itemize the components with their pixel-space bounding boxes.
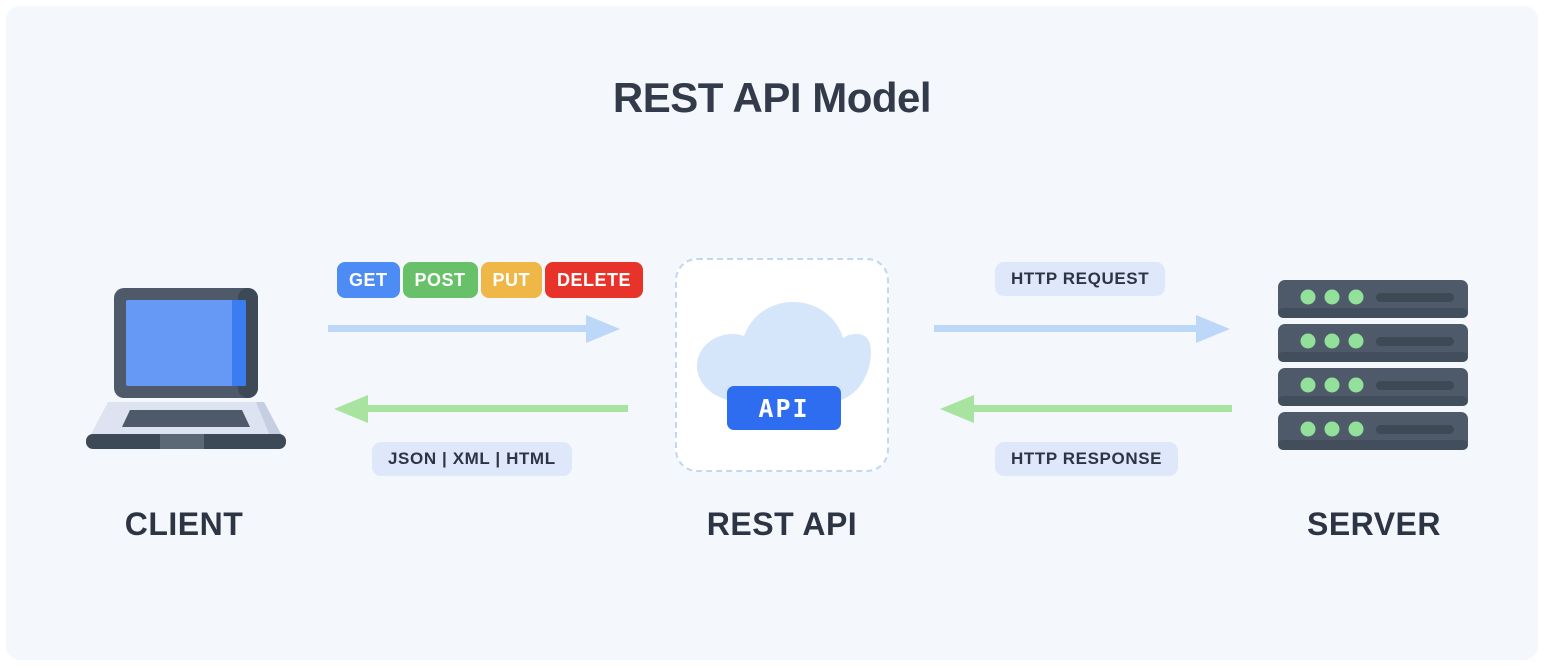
api-badge: API xyxy=(727,386,841,430)
node-label-server: SERVER xyxy=(1306,506,1441,542)
arrow-api-to-client xyxy=(328,394,628,429)
cloud-icon xyxy=(695,298,873,408)
http-request-pill: HTTP REQUEST xyxy=(995,262,1166,296)
verb-badge-delete[interactable]: DELETE xyxy=(545,262,644,298)
arrow-client-to-api xyxy=(328,314,622,349)
page-title: REST API Model xyxy=(612,74,932,121)
response-formats-pill: JSON | XML | HTML xyxy=(372,442,572,476)
http-response-pill: HTTP RESPONSE xyxy=(995,442,1179,476)
diagram-canvas: REST API Model CLIENT GET POST PUT DELET… xyxy=(6,6,1538,660)
arrow-api-to-server xyxy=(934,314,1232,349)
rest-api-card: API xyxy=(675,258,889,472)
verb-badge-put[interactable]: PUT xyxy=(480,262,543,298)
server-rack-icon xyxy=(1276,278,1470,452)
node-label-client: CLIENT xyxy=(124,506,244,542)
laptop-icon xyxy=(86,286,286,451)
verb-badge-post[interactable]: POST xyxy=(402,262,478,298)
node-label-restapi: REST API xyxy=(706,506,858,542)
http-verb-badge-group: GET POST PUT DELETE xyxy=(337,262,644,298)
verb-badge-get[interactable]: GET xyxy=(337,262,400,298)
arrow-server-to-api xyxy=(934,394,1232,429)
